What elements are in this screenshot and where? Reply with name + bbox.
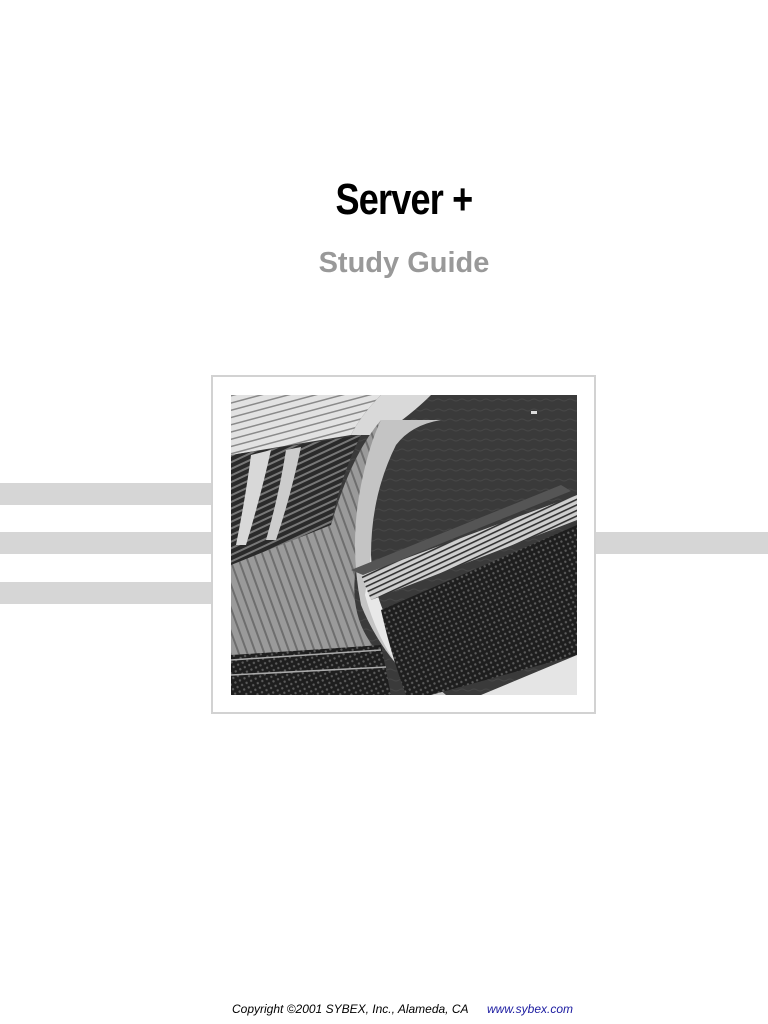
aerial-landscape-photo [231,395,577,695]
cover-photo-frame [211,375,596,714]
aerial-landscape-image [231,395,577,695]
decorative-bar [0,532,213,554]
copyright-text: Copyright ©2001 SYBEX, Inc., Alameda, CA [232,1002,469,1016]
decorative-bar [594,532,768,554]
sybex-website-link[interactable]: www.sybex.com [487,1002,574,1016]
book-subtitle: Study Guide [318,247,490,279]
decorative-bar [0,483,213,505]
footer: Copyright ©2001 SYBEX, Inc., Alameda, CA… [0,1002,768,1018]
book-title: Server + [335,175,474,224]
decorative-bar [0,582,213,604]
